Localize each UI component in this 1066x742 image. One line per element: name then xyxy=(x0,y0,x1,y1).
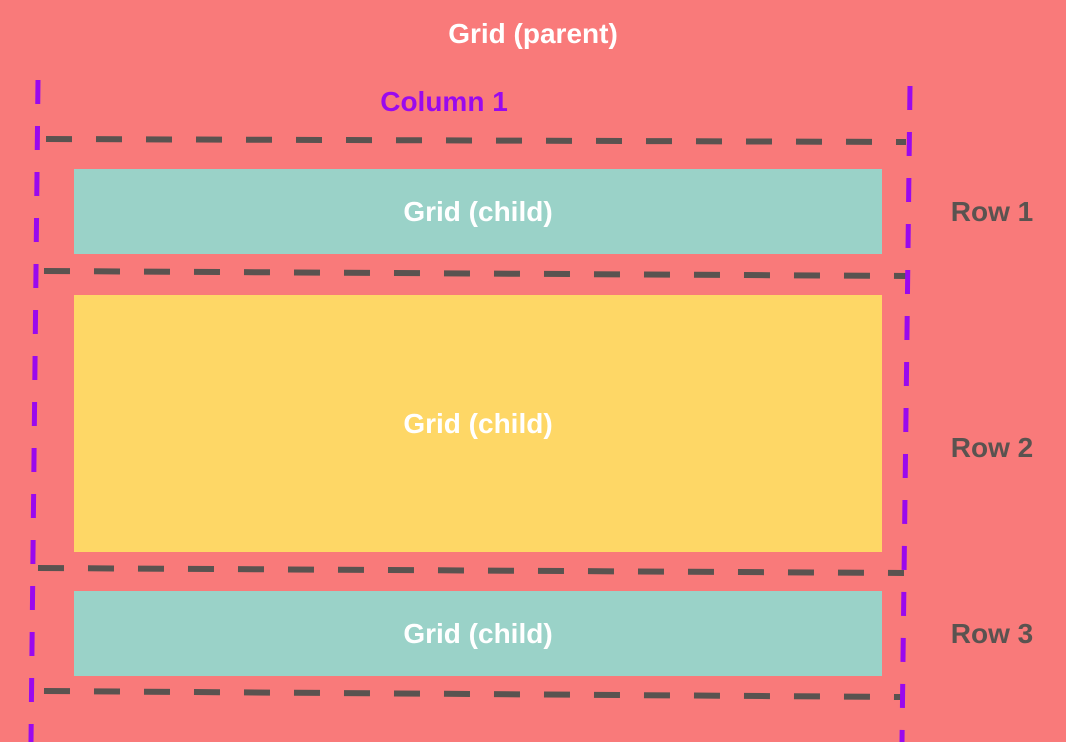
grid-child-3-label: Grid (child) xyxy=(403,617,553,649)
grid-child-1-label: Grid (child) xyxy=(403,195,553,227)
row-3-label: Row 3 xyxy=(950,618,1034,649)
row-2-label: Row 2 xyxy=(950,432,1034,463)
grid-child-3: Grid (child) xyxy=(74,591,882,676)
row-1-top-line xyxy=(45,136,907,145)
grid-child-1: Grid (child) xyxy=(74,169,882,254)
grid-parent-label: Grid (parent) xyxy=(448,18,618,49)
column-1-label: Column 1 xyxy=(380,86,508,117)
column-1-left-line xyxy=(28,79,41,742)
grid-child-2-label: Grid (child) xyxy=(403,407,553,439)
row-1-label: Row 1 xyxy=(950,196,1034,227)
row-3-bottom-line xyxy=(43,688,903,700)
column-1-right-line xyxy=(899,85,913,742)
grid-child-2: Grid (child) xyxy=(74,295,882,552)
row-1-2-divider-line xyxy=(43,268,907,279)
row-2-3-divider-line xyxy=(37,565,905,576)
